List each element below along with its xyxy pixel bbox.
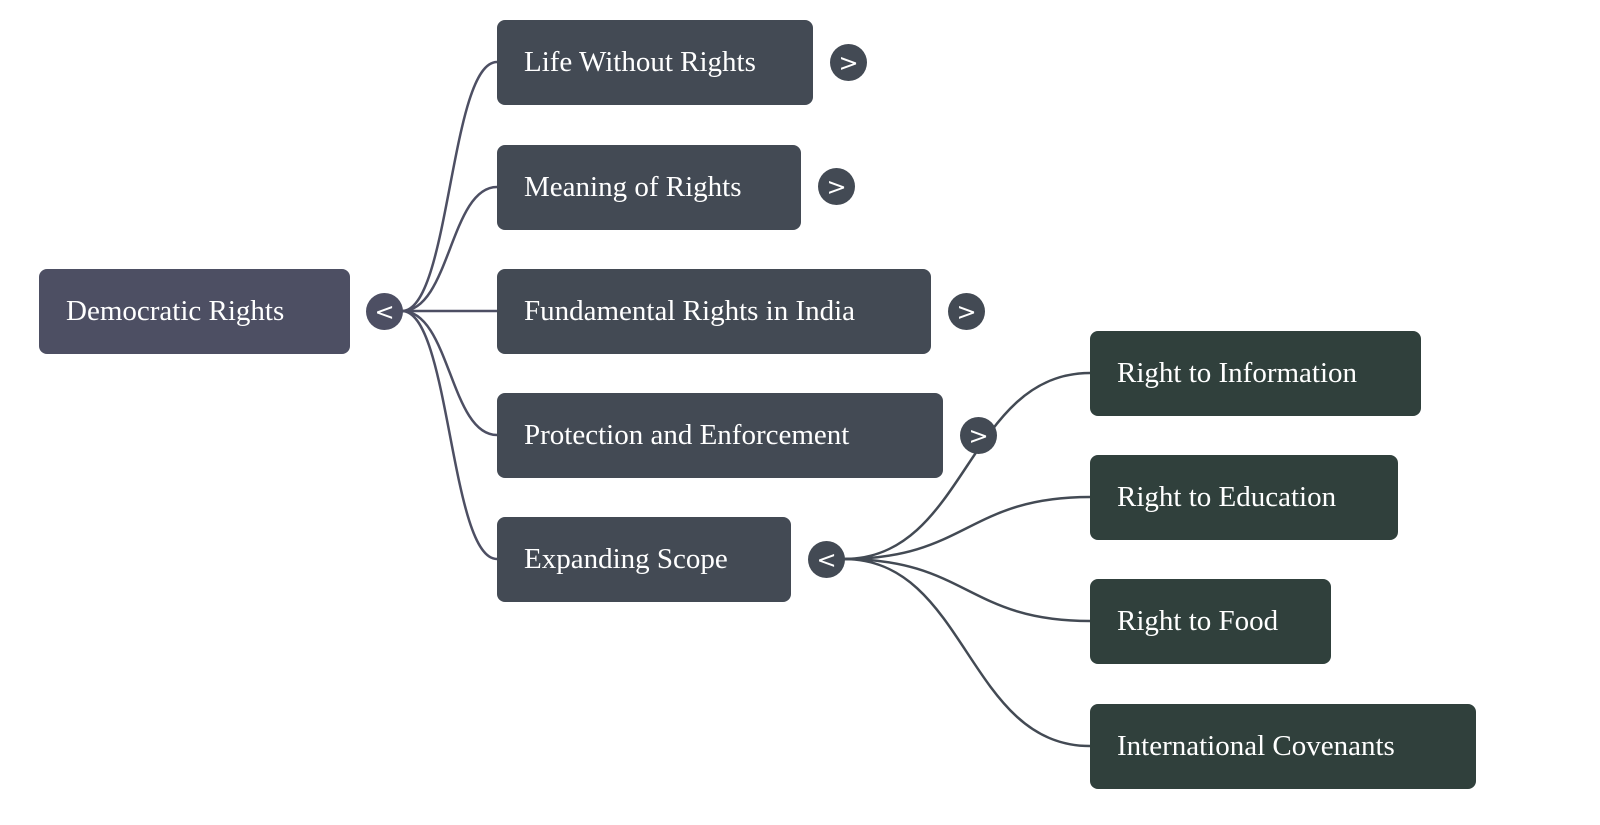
node-right-to-information[interactable]: Right to Information — [1090, 331, 1421, 416]
expand-toggle-fundamental-rights[interactable]: > — [948, 293, 985, 330]
link-expanding-information — [843, 371, 1091, 561]
node-label: International Covenants — [1117, 730, 1395, 762]
expand-toggle-meaning-of-rights[interactable]: > — [818, 168, 855, 205]
link-root-expanding — [401, 309, 498, 561]
link-expanding-covenants — [843, 557, 1091, 748]
collapse-toggle-expanding-scope[interactable]: < — [808, 541, 845, 578]
link-root-life — [401, 60, 498, 313]
node-international-covenants[interactable]: International Covenants — [1090, 704, 1476, 789]
node-democratic-rights[interactable]: Democratic Rights — [39, 269, 350, 354]
node-label: Right to Food — [1117, 605, 1279, 637]
node-label: Right to Information — [1117, 357, 1358, 389]
node-label: Fundamental Rights in India — [524, 295, 856, 327]
node-right-to-education[interactable]: Right to Education — [1090, 455, 1398, 540]
node-expanding-scope[interactable]: Expanding Scope — [497, 517, 791, 602]
collapse-toggle-root[interactable]: < — [366, 293, 403, 330]
expand-toggle-protection[interactable]: > — [960, 417, 997, 454]
node-right-to-food[interactable]: Right to Food — [1090, 579, 1331, 664]
node-protection-and-enforcement[interactable]: Protection and Enforcement — [497, 393, 943, 478]
expand-toggle-life-without-rights[interactable]: > — [830, 44, 867, 81]
node-label: Life Without Rights — [524, 46, 756, 78]
node-label: Protection and Enforcement — [524, 419, 850, 451]
node-label: Meaning of Rights — [524, 171, 742, 203]
node-label: Right to Education — [1117, 481, 1337, 513]
node-label: Democratic Rights — [66, 295, 285, 327]
link-root-meaning — [401, 185, 498, 313]
node-fundamental-rights-in-india[interactable]: Fundamental Rights in India — [497, 269, 931, 354]
link-root-protection — [401, 309, 498, 437]
node-life-without-rights[interactable]: Life Without Rights — [497, 20, 813, 105]
node-meaning-of-rights[interactable]: Meaning of Rights — [497, 145, 801, 230]
node-label: Expanding Scope — [524, 543, 728, 575]
link-expanding-food — [843, 557, 1091, 623]
link-expanding-education — [843, 495, 1091, 561]
